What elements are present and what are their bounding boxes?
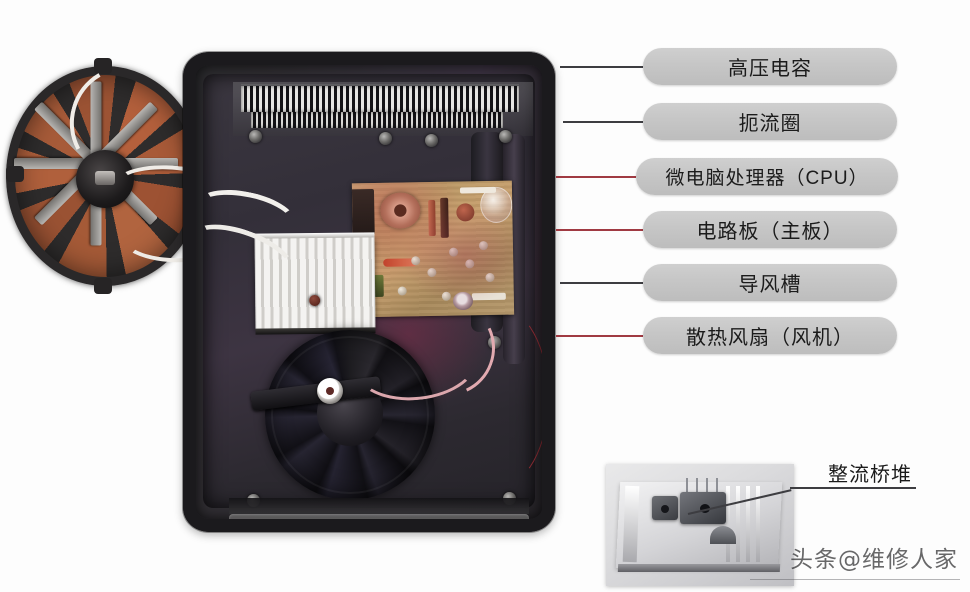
air-vent-grille-secondary [251, 112, 503, 128]
heatsink-bridge-rectifier-closeup-photo [606, 464, 794, 586]
callout-label-hv-capacitor: 高压电容 [728, 58, 812, 80]
induction-cooker-body-photo [183, 52, 555, 532]
callout-label-cpu: 微电脑处理器（CPU） [665, 168, 869, 189]
callout-hv-capacitor[interactable]: 高压电容 [643, 48, 897, 85]
leader-line-main-board [556, 229, 643, 231]
callout-label-air-duct: 导风槽 [738, 274, 802, 296]
watermark-text: 头条@维修人家 [790, 547, 958, 573]
cooling-fan-part [250, 330, 435, 500]
bridge-rectifier-part [652, 496, 678, 520]
callout-label-cooling-fan: 散热风扇（风机） [686, 327, 854, 349]
air-vent-grille [241, 86, 519, 112]
fan-outer-ring [271, 336, 429, 494]
leader-line-cpu [556, 176, 636, 178]
wire-grommet [453, 292, 473, 310]
callout-cpu[interactable]: 微电脑处理器（CPU） [636, 158, 898, 195]
callout-choke-coil[interactable]: 扼流圈 [643, 103, 897, 140]
leader-line-air-duct [560, 282, 643, 284]
inset-heatsink-fin [746, 486, 750, 562]
component-pin [696, 478, 698, 492]
chassis-screw [425, 134, 438, 147]
coil-mount-tab [6, 166, 24, 182]
coil-mount-tab [94, 278, 112, 294]
fan-center-cap [317, 378, 343, 404]
outer-bezel [183, 52, 555, 532]
chassis-screw [499, 130, 512, 143]
inset-heatsink-fin [622, 485, 640, 563]
air-duct-upper [229, 498, 529, 514]
leader-line-cooling-fan [556, 335, 643, 337]
watermark-underline [750, 579, 960, 580]
coil-mount-tab [94, 58, 112, 74]
coil-center-hub [76, 150, 134, 208]
ferrite-bar-icon [92, 158, 178, 169]
chassis-screw [249, 130, 262, 143]
component-pin [686, 478, 688, 492]
leader-line-choke-coil [563, 121, 643, 123]
leader-line-hv-capacitor [560, 66, 643, 68]
callout-main-board[interactable]: 电路板（主板） [643, 211, 897, 248]
igbt-transistor-part [680, 492, 726, 524]
callout-label-main-board: 电路板（主板） [696, 221, 844, 243]
inset-small-capacitor [710, 526, 736, 544]
label-bridge-rectifier: 整流桥堆 [828, 464, 912, 486]
inset-plate-edge [617, 564, 781, 572]
induction-heating-coil-photo [6, 53, 259, 296]
inset-heatsink-fin [726, 486, 730, 562]
leader-line-bridge-rectifier [790, 487, 916, 489]
callout-label-choke-coil: 扼流圈 [738, 113, 802, 135]
callout-cooling-fan[interactable]: 散热风扇（风机） [643, 317, 897, 354]
chassis-cavity [183, 74, 549, 532]
chassis-screw [379, 132, 392, 145]
callout-air-duct[interactable]: 导风槽 [643, 264, 897, 301]
component-pin [706, 478, 708, 492]
inset-heatsink-fin [736, 486, 740, 562]
inset-heatsink-fin [756, 486, 760, 562]
component-pin [716, 478, 718, 492]
